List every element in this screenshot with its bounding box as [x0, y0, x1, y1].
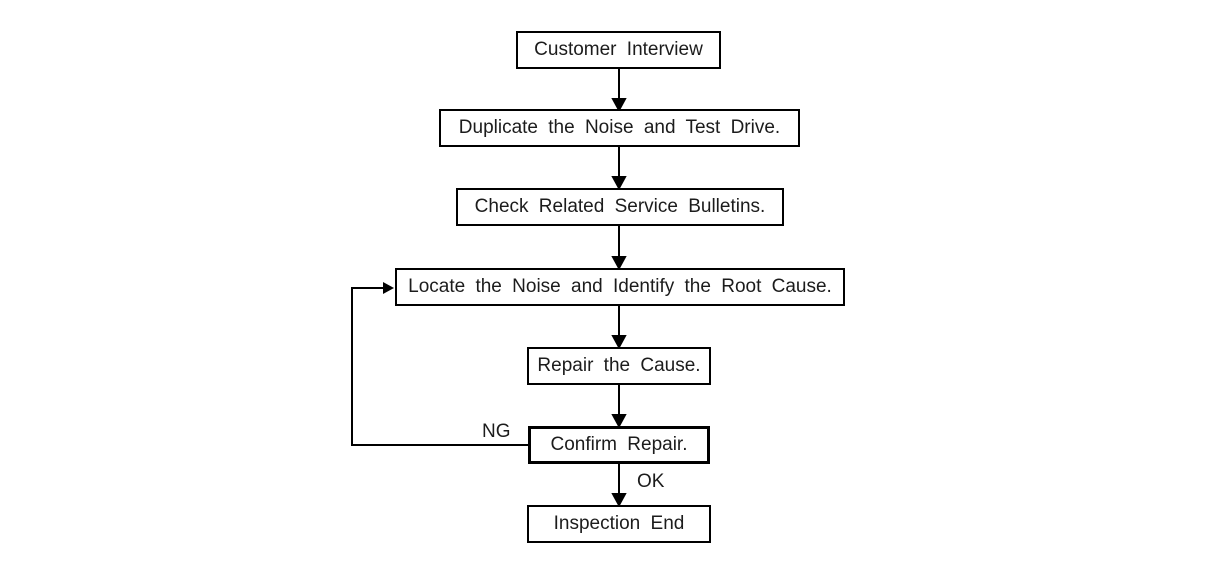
arrow-head-2: [611, 176, 627, 191]
flow-node-duplicate-noise: Duplicate the Noise and Test Drive.: [439, 109, 800, 147]
arrow-head-3: [611, 256, 627, 271]
edge-label-ng: NG: [482, 421, 511, 442]
arrow-head-6: [611, 493, 627, 508]
arrow-head-4: [611, 335, 627, 350]
flow-node-repair-cause: Repair the Cause.: [527, 347, 711, 385]
flow-node-inspection-end: Inspection End: [527, 505, 711, 543]
flow-node-locate-noise: Locate the Noise and Identify the Root C…: [395, 268, 845, 306]
flow-node-customer-interview: Customer Interview: [516, 31, 721, 69]
edge-label-ok: OK: [637, 471, 665, 492]
arrow-head-5: [611, 414, 627, 429]
flow-node-confirm-repair: Confirm Repair.: [528, 426, 710, 464]
ng-loop-arrow-head: [383, 282, 394, 294]
flow-node-check-bulletins: Check Related Service Bulletins.: [456, 188, 784, 226]
